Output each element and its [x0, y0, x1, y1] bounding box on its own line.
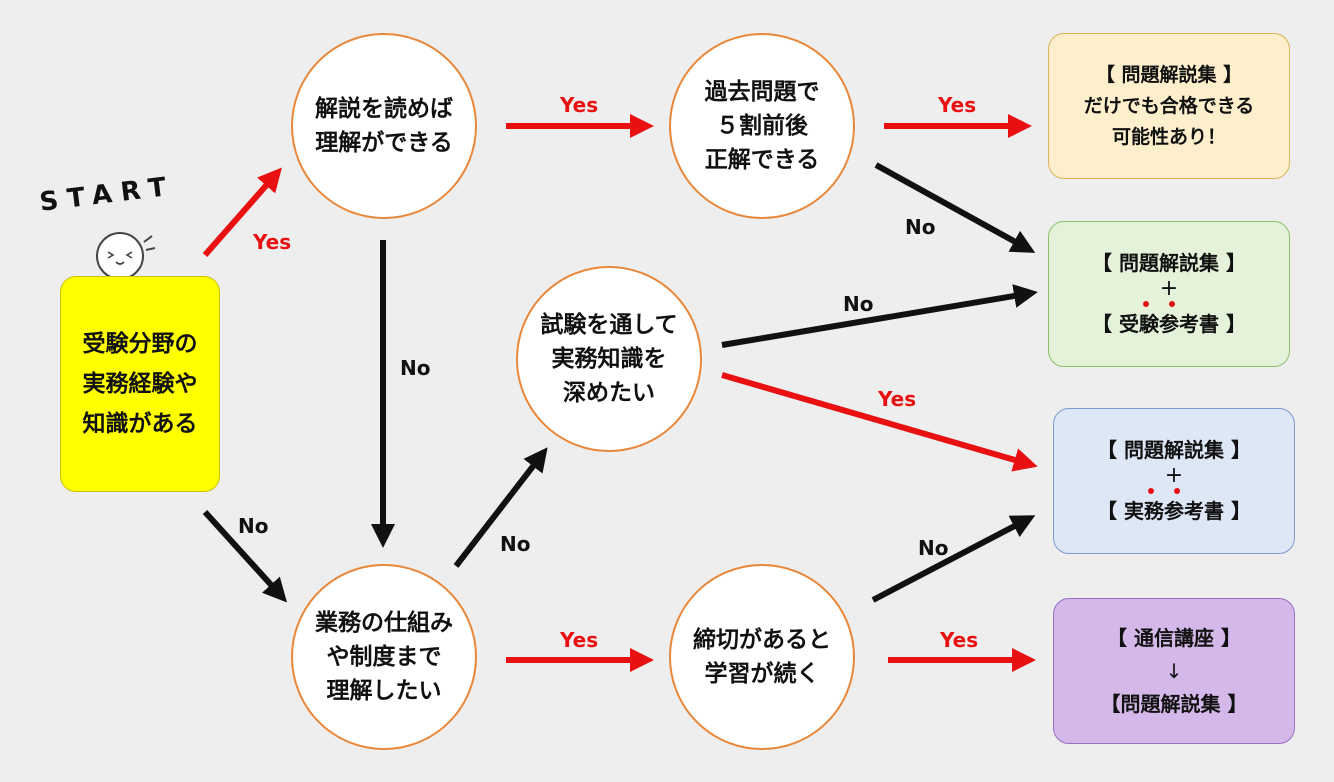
result-line: 【 問題解説集 】 — [1092, 251, 1246, 275]
question-line: 正解できる — [704, 147, 820, 173]
question-understand-system: 業務の仕組み や制度まで 理解したい — [291, 564, 477, 750]
question-line: 理解ができる — [315, 130, 453, 156]
emphasis-dots — [1114, 486, 1234, 496]
result-line: 可能性あり！ — [1111, 125, 1226, 148]
question-line: 過去問題で — [704, 79, 820, 105]
label-system-yes: Yes — [560, 628, 599, 652]
question-line: や制度まで — [326, 644, 442, 670]
plus-sign: + — [1164, 463, 1184, 488]
question-deepen-knowledge: 試験を通して 実務知識を 深めたい — [516, 266, 702, 452]
question-line: 実務知識を — [551, 346, 667, 372]
start-box-line: 知識がある — [82, 411, 198, 437]
question-understand: 解説を読めば 理解ができる — [291, 33, 477, 219]
result-line: だけでも合格できる — [1083, 94, 1255, 117]
result-line: 【 問題解説集 】 — [1095, 63, 1243, 86]
label-system-no: No — [500, 532, 531, 556]
label-deepen-yes: Yes — [878, 387, 917, 411]
result-line: 【 通信講座 】 — [1107, 625, 1241, 650]
emphasis-dots — [1109, 299, 1229, 309]
label-deadline-no: No — [918, 536, 949, 560]
question-line: 深めたい — [563, 380, 655, 406]
result-line: 【 問題解説集 】 — [1097, 438, 1251, 462]
result-line: 【 実務参考書 】 — [1097, 499, 1251, 523]
start-box: 受験分野の 実務経験や 知識がある — [60, 276, 220, 492]
arrow-deadline-no — [871, 515, 1036, 603]
question-line: 試験を通して — [540, 312, 678, 338]
result-line: 【問題解説集 】 — [1100, 691, 1248, 716]
label-understand-no: No — [400, 356, 431, 380]
emphasis-dot — [1143, 301, 1149, 307]
emphasis-dot — [1148, 488, 1154, 494]
result-exam-reference: 【 問題解説集 】 + 【 受験参考書 】 — [1048, 221, 1290, 367]
plus-sign: + — [1159, 276, 1179, 301]
label-past-yes: Yes — [938, 93, 977, 117]
down-arrow-icon: ↓ — [1165, 658, 1183, 683]
arrow-deepen-no — [721, 284, 1038, 348]
arrow-past-no — [874, 162, 1036, 253]
arrow-start-yes — [202, 167, 282, 257]
start-box-line: 受験分野の — [82, 331, 198, 357]
label-understand-yes: Yes — [560, 93, 599, 117]
emphasis-dot — [1169, 301, 1175, 307]
result-practical-reference: 【 問題解説集 】 + 【 実務参考書 】 — [1053, 408, 1295, 554]
result-explanation-only: 【 問題解説集 】 だけでも合格できる 可能性あり！ — [1048, 33, 1290, 179]
question-line: ５割前後 — [716, 113, 808, 139]
arrow-start-no — [202, 509, 288, 603]
label-start-yes: Yes — [253, 230, 292, 254]
result-correspondence-course: 【 通信講座 】 ↓ 【問題解説集 】 — [1053, 598, 1295, 744]
start-box-line: 実務経験や — [82, 371, 198, 397]
question-line: 学習が続く — [704, 661, 820, 687]
question-line: 業務の仕組み — [315, 610, 453, 636]
label-deadline-yes: Yes — [940, 628, 979, 652]
label-deepen-no: No — [843, 292, 874, 316]
question-line: 解説を読めば — [315, 96, 453, 122]
question-past-exam: 過去問題で ５割前後 正解できる — [669, 33, 855, 219]
arrow-deepen-yes — [721, 372, 1038, 472]
arrow-system-no — [453, 447, 548, 568]
label-past-no: No — [905, 215, 936, 239]
question-deadline: 締切があると 学習が続く — [669, 564, 855, 750]
question-line: 理解したい — [326, 678, 442, 704]
emphasis-dot — [1174, 488, 1180, 494]
question-line: 締切があると — [693, 627, 831, 653]
result-line: 【 受験参考書 】 — [1092, 312, 1246, 336]
label-start-no: No — [238, 514, 269, 538]
